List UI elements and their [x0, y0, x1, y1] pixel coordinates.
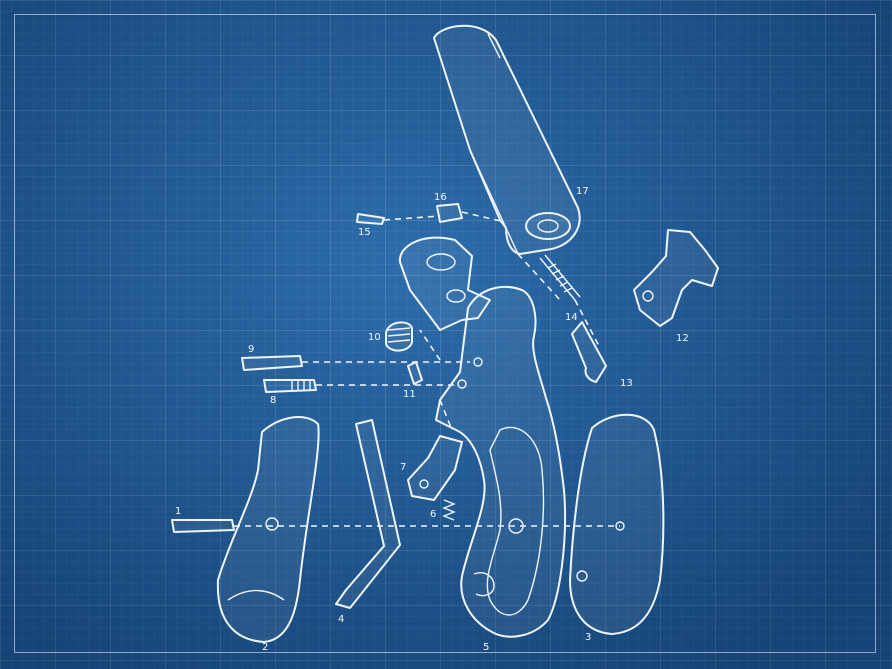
label-7: 7 — [400, 462, 406, 473]
label-3: 3 — [585, 632, 591, 643]
label-17: 17 — [576, 186, 589, 197]
label-10: 10 — [368, 332, 381, 343]
label-15: 15 — [358, 227, 371, 238]
part-5-grip-frame — [435, 285, 567, 638]
label-13: 13 — [620, 378, 633, 389]
label-11: 11 — [403, 389, 416, 400]
label-6: 6 — [430, 509, 436, 520]
label-14: 14 — [565, 312, 578, 323]
part-9-pin — [241, 355, 470, 371]
label-5: 5 — [483, 642, 489, 653]
part-13-plunger — [571, 299, 607, 383]
part-12-hammer — [633, 229, 719, 327]
part-3-right-grip — [569, 413, 665, 635]
part-15-pin — [356, 213, 441, 225]
label-8: 8 — [270, 395, 276, 406]
part-2-left-grip — [216, 416, 320, 643]
part-7-trigger — [407, 435, 463, 501]
part-14-spring — [539, 254, 581, 301]
label-16: 16 — [434, 192, 447, 203]
label-12: 12 — [676, 333, 689, 344]
label-1: 1 — [175, 506, 181, 517]
part-6-trigger-spring — [442, 499, 456, 521]
blueprint-border — [14, 14, 876, 653]
part-11-screw — [407, 361, 423, 385]
part-1-grip-screw — [171, 519, 620, 533]
assembly-guides — [419, 253, 561, 431]
label-4: 4 — [338, 614, 344, 625]
part-4-leaf-spring — [335, 419, 401, 609]
label-9: 9 — [248, 344, 254, 355]
label-2: 2 — [262, 642, 268, 653]
part-17-barrel — [433, 24, 581, 255]
part-labels: 1 2 3 4 5 6 7 8 9 10 11 12 13 14 15 16 1… — [175, 186, 689, 653]
part-8-screw — [263, 379, 455, 393]
part-10-mainspring-cap — [385, 321, 413, 352]
